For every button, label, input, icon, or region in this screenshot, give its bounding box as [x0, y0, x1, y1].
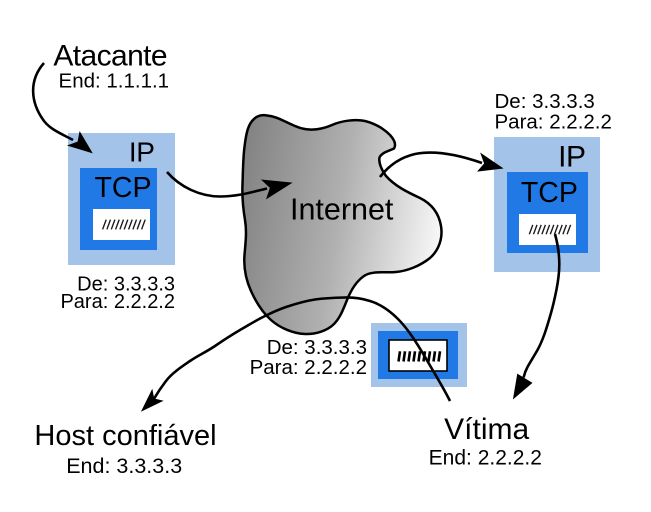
svg-text:De: 3.3.3.3: De: 3.3.3.3: [495, 90, 595, 113]
svg-text:Para: 2.2.2.2: Para: 2.2.2.2: [495, 111, 612, 134]
svg-text:TCP: TCP: [95, 172, 152, 204]
svg-text:De: 3.3.3.3: De: 3.3.3.3: [77, 274, 175, 296]
svg-text:IP: IP: [558, 140, 585, 173]
svg-text:Vítima: Vítima: [444, 413, 529, 446]
svg-text:Host confiável: Host confiável: [34, 420, 216, 452]
svg-text:TCP: TCP: [521, 177, 578, 209]
svg-text:Internet: Internet: [290, 192, 394, 226]
svg-text:End: 1.1.1.1: End: 1.1.1.1: [59, 69, 170, 92]
svg-text:De: 3.3.3.3: De: 3.3.3.3: [267, 336, 367, 359]
svg-text:End: 3.3.3.3: End: 3.3.3.3: [66, 454, 182, 478]
svg-text:Para: 2.2.2.2: Para: 2.2.2.2: [60, 291, 175, 313]
svg-text:Para: 2.2.2.2: Para: 2.2.2.2: [250, 356, 367, 379]
svg-text:Atacante: Atacante: [53, 39, 167, 72]
svg-text:IP: IP: [129, 136, 154, 167]
svg-text:End: 2.2.2.2: End: 2.2.2.2: [429, 446, 542, 469]
